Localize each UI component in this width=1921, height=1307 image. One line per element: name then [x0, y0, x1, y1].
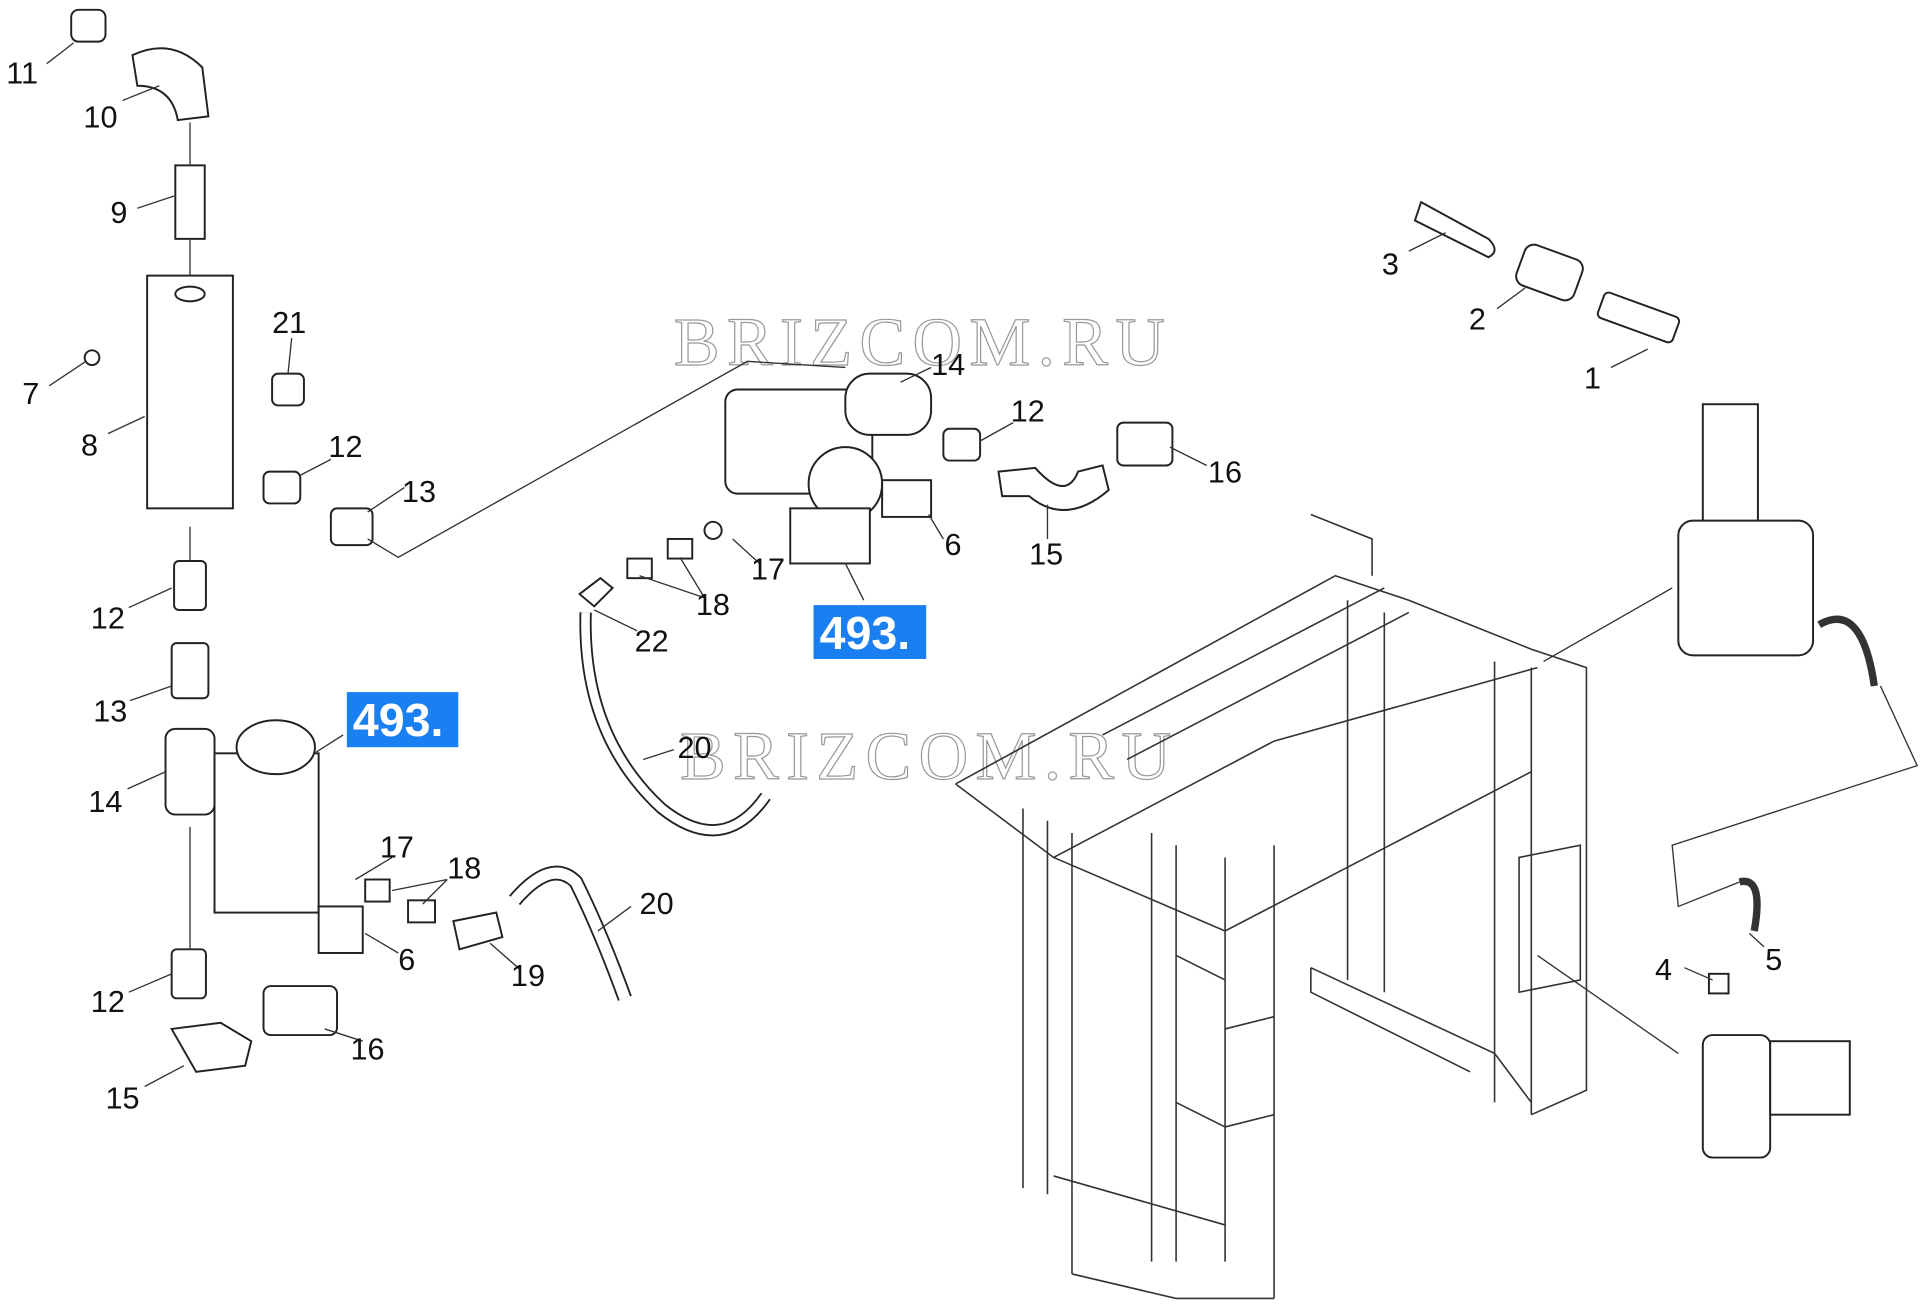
part-9-nipple — [174, 164, 206, 240]
part-18-a-mid — [666, 537, 694, 560]
right-assembly: 3 2 1 4 5 — [1382, 200, 1919, 1159]
part-18-fitting-a — [364, 878, 391, 903]
part-10-elbow — [131, 47, 210, 122]
part-12-nipple — [262, 470, 302, 505]
part-19-elbow-fitting — [452, 911, 504, 951]
part-15-elbow — [170, 1021, 253, 1073]
part-16-tee-mid — [1116, 421, 1174, 467]
valve-coil — [789, 507, 871, 565]
label-12-mid: 12 — [1011, 394, 1045, 428]
leader-lines-right — [1408, 232, 1765, 981]
part-4-fitting — [1707, 972, 1730, 995]
part-5-hose — [1738, 877, 1761, 932]
badge-493-middle[interactable]: 493. — [813, 605, 927, 659]
part-12-nipple-bottom — [170, 948, 207, 1000]
part-14-tee-mid — [844, 372, 933, 436]
part-3-pipe — [1413, 200, 1496, 259]
right-hose — [1817, 615, 1878, 687]
part-2-strainer — [1515, 243, 1584, 302]
label-9: 9 — [110, 196, 127, 230]
label-6: 6 — [398, 943, 415, 977]
label-14-mid: 14 — [931, 348, 965, 382]
leader-lines-middle — [593, 366, 1208, 761]
leader-lines-left — [46, 42, 632, 1088]
connection-line — [1671, 685, 1919, 908]
connection-line — [1537, 587, 1679, 1054]
part-6-connector-mid — [881, 479, 933, 518]
hose-inner — [510, 867, 631, 1001]
part-14-tee — [164, 727, 216, 816]
left-assembly: 11 10 9 21 7 8 12 13 12 13 14 17 18 20 6… — [6, 8, 846, 1116]
part-18-fitting-b — [407, 899, 436, 924]
filter-regulator — [1701, 1034, 1772, 1159]
manifold-port — [174, 285, 206, 303]
label-13b: 13 — [93, 694, 127, 728]
part-16-tee — [262, 985, 338, 1037]
machine-frame — [955, 513, 1588, 1300]
part-15-bend — [997, 464, 1110, 511]
connection-line — [367, 360, 846, 559]
part-13-union-lower — [170, 642, 210, 700]
label-16: 16 — [350, 1033, 384, 1067]
label-7: 7 — [22, 377, 39, 411]
label-12b: 12 — [91, 601, 125, 635]
label-22: 22 — [635, 625, 669, 659]
label-12: 12 — [328, 430, 362, 464]
part-17-washer — [703, 520, 723, 540]
part-12-nipple-lower — [173, 560, 207, 611]
part-22-elbow — [577, 576, 615, 608]
label-13: 13 — [402, 475, 436, 509]
label-10: 10 — [83, 100, 117, 134]
label-12c: 12 — [91, 985, 125, 1019]
badge-text: 493. — [820, 607, 911, 659]
label-19: 19 — [511, 959, 545, 993]
part-12-nipple-mid — [942, 427, 982, 462]
watermark-middle: BRIZCOM.RU — [680, 718, 1178, 794]
label-4: 4 — [1655, 953, 1672, 987]
label-15-mid: 15 — [1029, 538, 1063, 572]
part-21-plug — [271, 372, 305, 407]
label-15: 15 — [105, 1082, 139, 1116]
label-21: 21 — [272, 306, 306, 340]
label-3: 3 — [1382, 247, 1399, 281]
part-6-connector — [317, 905, 364, 954]
label-14: 14 — [88, 785, 122, 819]
right-manifold — [1701, 403, 1759, 528]
label-5: 5 — [1765, 943, 1782, 977]
label-17-mid: 17 — [751, 552, 785, 586]
part-8-manifold-block — [146, 274, 234, 510]
filter-valve-block — [1769, 1040, 1851, 1116]
hose-inner — [581, 612, 770, 835]
label-20: 20 — [640, 887, 674, 921]
badge-text: 493. — [353, 694, 444, 746]
label-6-mid: 6 — [945, 528, 962, 562]
label-8: 8 — [81, 429, 98, 463]
right-valve-group — [1677, 519, 1815, 657]
label-1: 1 — [1584, 361, 1601, 395]
valve-cap — [235, 719, 316, 776]
badge-493-left[interactable]: 493. — [346, 692, 459, 748]
label-18: 18 — [447, 851, 481, 885]
label-18-mid: 18 — [696, 588, 730, 622]
part-18-b-mid — [626, 557, 653, 580]
part-7-screw — [83, 349, 101, 367]
label-2: 2 — [1469, 303, 1486, 337]
part-1-fitting — [1596, 291, 1681, 344]
part-13-union — [329, 507, 374, 547]
middle-assembly: 14 12 16 6 17 18 15 22 20 493. — [577, 348, 1242, 837]
label-20-mid: 20 — [678, 731, 712, 765]
watermark-top: BRIZCOM.RU — [674, 304, 1172, 380]
label-17: 17 — [380, 830, 414, 864]
part-11-fitting — [70, 8, 107, 43]
label-11: 11 — [6, 56, 38, 90]
valve-493 — [213, 752, 320, 914]
label-16-mid: 16 — [1208, 456, 1242, 490]
